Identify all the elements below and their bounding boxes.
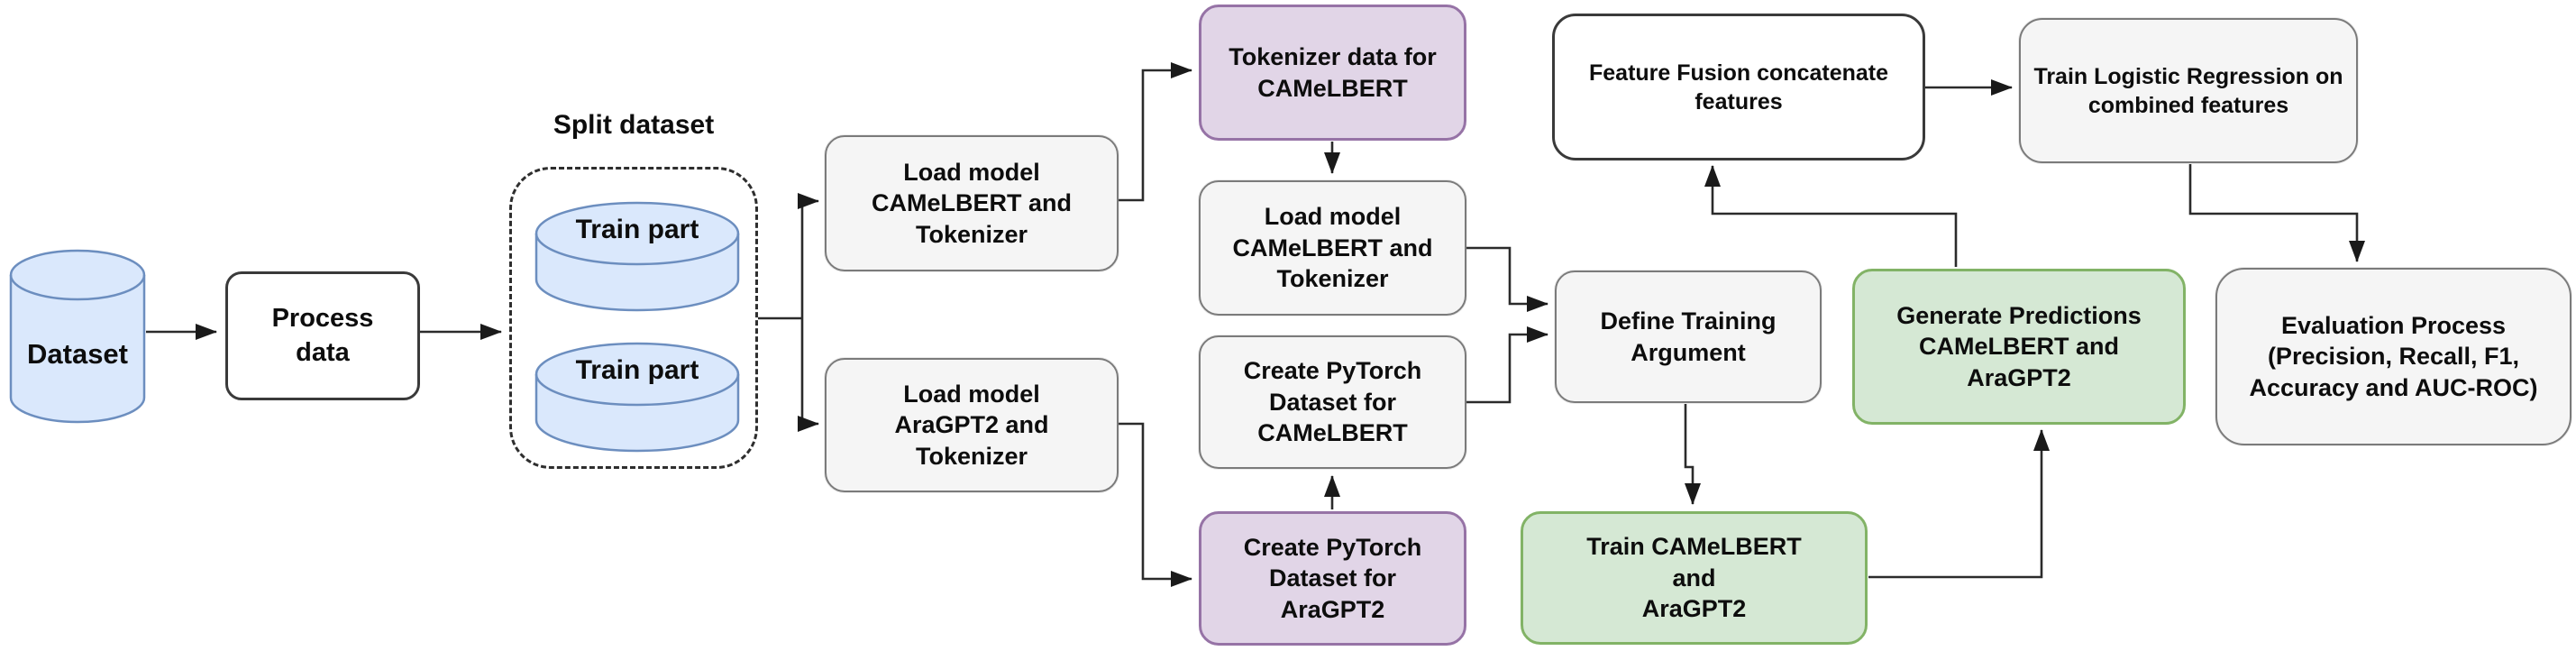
arrow-load-aragpt2-to-create-pytorch-aragpt2 — [1119, 422, 1192, 587]
cylinder-shape — [9, 249, 146, 424]
connector-split-junction — [758, 201, 804, 424]
process-data-box: Process data — [225, 271, 420, 400]
train-logistic-label: Train Logistic Regression on combined fe… — [2033, 63, 2343, 118]
define-training-box: Define Training Argument — [1555, 270, 1822, 403]
process-data-label: Process data — [271, 304, 374, 367]
evaluation-label: Evaluation Process (Precision, Recall, F… — [2249, 311, 2538, 401]
load-camelbert-label: Load model CAMeLBERT and Tokenizer — [872, 158, 1072, 248]
train-part-top-label: Train part — [575, 215, 699, 244]
arrow-generate-predictions-to-feature-fusion — [1704, 165, 1958, 267]
cylinder-shape — [534, 342, 740, 453]
split-dataset-group — [509, 167, 758, 469]
load-aragpt2-box: Load model AraGPT2 and Tokenizer — [825, 358, 1119, 492]
feature-fusion-label: Feature Fusion concatenate features — [1588, 60, 1889, 115]
create-pytorch-camelbert-box: Create PyTorch Dataset for CAMeLBERT — [1199, 335, 1466, 469]
arrow-define-training-to-train — [1684, 404, 1701, 505]
evaluation-box: Evaluation Process (Precision, Recall, F… — [2215, 268, 2571, 445]
train-part-bottom-label: Train part — [575, 355, 699, 385]
arrow-load-camelbert-to-tokenizer-data — [1119, 62, 1192, 202]
tokenizer-data-label: Tokenizer data for CAMeLBERT — [1229, 42, 1437, 102]
create-pytorch-camelbert-label: Create PyTorch Dataset for CAMeLBERT — [1243, 357, 1422, 447]
dataset-label: Dataset — [27, 338, 128, 370]
train-part-bottom-cylinder: Train part — [534, 341, 740, 454]
load-camelbert-box: Load model CAMeLBERT and Tokenizer — [825, 135, 1119, 271]
arrow-train-logistic-to-evaluation — [2188, 164, 2365, 262]
split-dataset-label: Split dataset — [553, 110, 715, 140]
train-part-top-cylinder: Train part — [534, 200, 740, 314]
create-pytorch-aragpt2-label: Create PyTorch Dataset for AraGPT2 — [1243, 533, 1422, 623]
tokenizer-data-box: Tokenizer data for CAMeLBERT — [1199, 5, 1466, 141]
feature-fusion-box: Feature Fusion concatenate features — [1552, 14, 1925, 160]
train-logistic-box: Train Logistic Regression on combined fe… — [2019, 18, 2358, 163]
generate-predictions-label: Generate Predictions CAMeLBERT and AraGP… — [1896, 301, 2142, 391]
create-pytorch-aragpt2-box: Create PyTorch Dataset for AraGPT2 — [1199, 511, 1466, 646]
generate-predictions-box: Generate Predictions CAMeLBERT and AraGP… — [1852, 269, 2186, 425]
dataset-cylinder: Dataset — [9, 248, 146, 425]
arrow-train-to-generate-predictions — [1868, 429, 2050, 579]
load-aragpt2-label: Load model AraGPT2 and Tokenizer — [894, 380, 1049, 470]
cylinder-shape — [534, 201, 740, 312]
load-camelbert2-label: Load model CAMeLBERT and Tokenizer — [1232, 203, 1433, 293]
train-models-box: Train CAMeLBERT and AraGPT2 — [1521, 511, 1868, 645]
arrow-create-pytorch-camelbert-to-define-training — [1466, 326, 1548, 404]
arrow-load-camelbert2-to-define-training — [1466, 246, 1548, 312]
load-camelbert2-box: Load model CAMeLBERT and Tokenizer — [1199, 180, 1466, 316]
train-models-label: Train CAMeLBERT and AraGPT2 — [1586, 533, 1802, 623]
define-training-label: Define Training Argument — [1600, 307, 1777, 366]
